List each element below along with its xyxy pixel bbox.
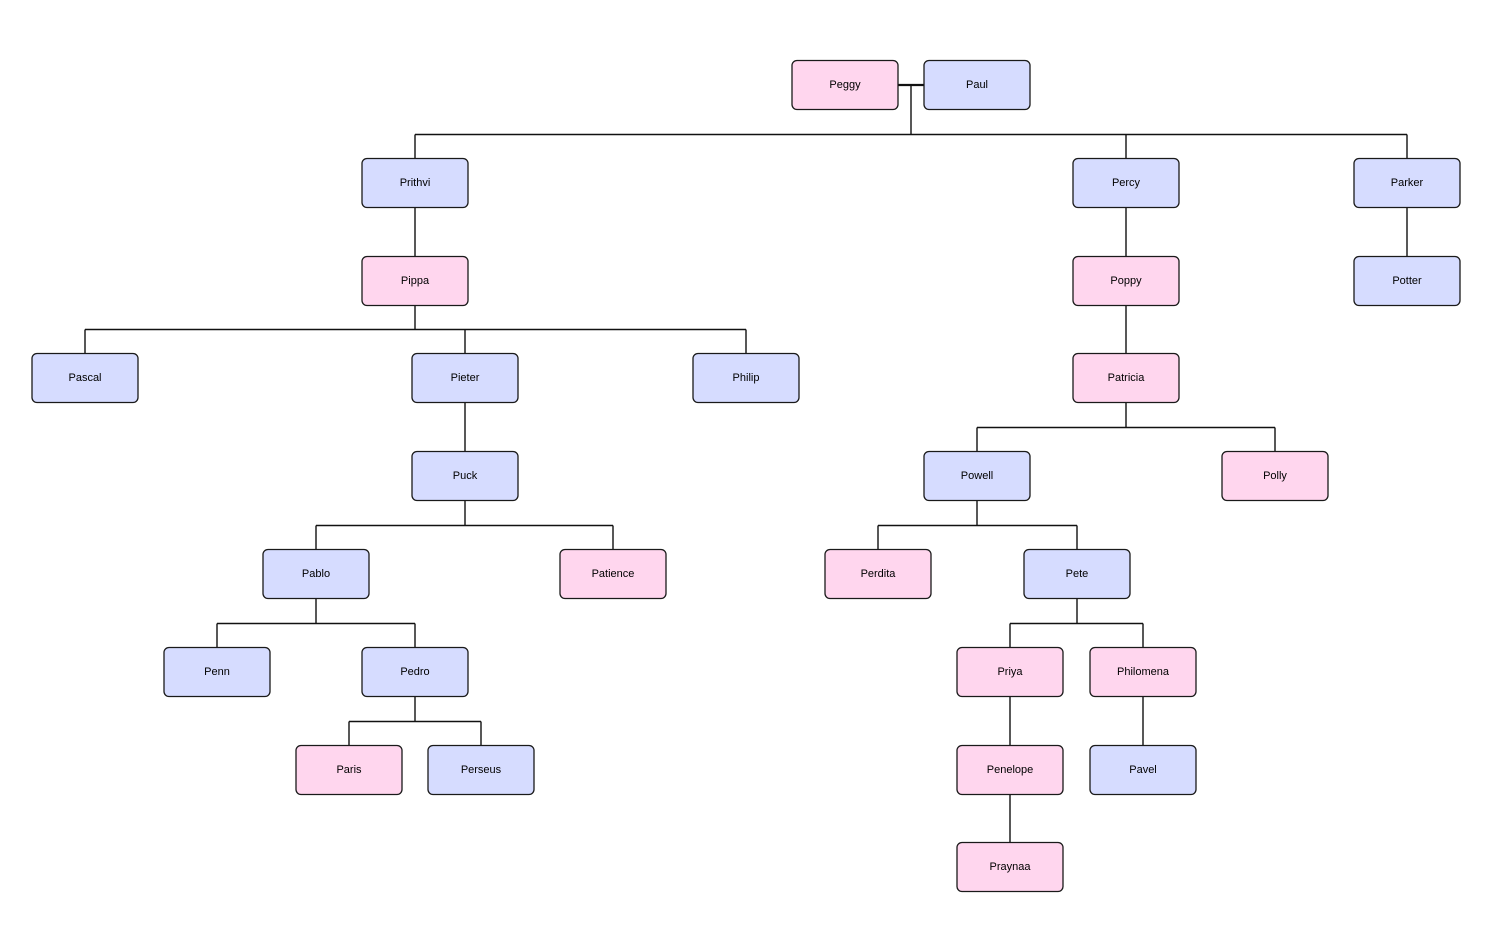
person-name-label: Patience — [592, 568, 635, 580]
person-node-perseus: Perseus — [427, 744, 535, 796]
person-name-label: Puck — [453, 470, 478, 482]
person-name-label: Powell — [961, 470, 993, 482]
person-node-perdita: Perdita — [824, 548, 932, 600]
person-node-poppy: Poppy — [1072, 255, 1180, 307]
person-name-label: Polly — [1263, 470, 1287, 482]
person-name-label: Philip — [733, 372, 760, 384]
person-node-powell: Powell — [923, 450, 1031, 502]
person-box — [1353, 157, 1461, 209]
person-name-label: Philomena — [1117, 666, 1170, 678]
person-box — [361, 255, 469, 307]
person-box — [1353, 255, 1461, 307]
person-node-pete: Pete — [1023, 548, 1131, 600]
person-node-pippa: Pippa — [361, 255, 469, 307]
person-node-peggy: Peggy — [791, 59, 899, 111]
person-name-label: Pete — [1066, 568, 1089, 580]
connector-lines — [84, 83, 1408, 843]
person-box — [791, 59, 899, 111]
person-name-label: Perseus — [461, 764, 502, 776]
person-node-potter: Potter — [1353, 255, 1461, 307]
person-box — [1072, 352, 1180, 404]
person-box — [1023, 548, 1131, 600]
person-node-priya: Priya — [956, 646, 1064, 698]
person-node-philomena: Philomena — [1089, 646, 1197, 698]
person-node-puck: Puck — [411, 450, 519, 502]
person-box — [956, 841, 1064, 893]
person-name-label: Pedro — [400, 666, 429, 678]
person-name-label: Pieter — [451, 372, 480, 384]
person-box — [411, 352, 519, 404]
person-node-paul: Paul — [923, 59, 1031, 111]
person-node-pablo: Pablo — [262, 548, 370, 600]
person-box — [427, 744, 535, 796]
person-name-label: Peggy — [829, 79, 861, 91]
person-box — [1072, 157, 1180, 209]
person-box — [361, 646, 469, 698]
person-name-label: Patricia — [1108, 372, 1146, 384]
person-box — [1221, 450, 1329, 502]
person-name-label: Poppy — [1110, 275, 1142, 287]
person-box — [824, 548, 932, 600]
person-node-patience: Patience — [559, 548, 667, 600]
person-node-prithvi: Prithvi — [361, 157, 469, 209]
person-name-label: Pippa — [401, 275, 430, 287]
person-name-label: Potter — [1392, 275, 1422, 287]
person-node-pascal: Pascal — [31, 352, 139, 404]
person-name-label: Penn — [204, 666, 230, 678]
person-box — [295, 744, 403, 796]
person-node-penelope: Penelope — [956, 744, 1064, 796]
person-name-label: Pablo — [302, 568, 330, 580]
person-name-label: Perdita — [861, 568, 897, 580]
person-node-philip: Philip — [692, 352, 800, 404]
person-node-parker: Parker — [1353, 157, 1461, 209]
person-name-label: Parker — [1391, 177, 1424, 189]
person-box — [956, 646, 1064, 698]
person-node-pieter: Pieter — [411, 352, 519, 404]
person-node-penn: Penn — [163, 646, 271, 698]
person-box — [31, 352, 139, 404]
person-name-label: Prithvi — [400, 177, 431, 189]
person-name-label: Penelope — [987, 764, 1034, 776]
person-box — [163, 646, 271, 698]
person-box — [262, 548, 370, 600]
person-box — [1089, 646, 1197, 698]
person-name-label: Pavel — [1129, 764, 1157, 776]
person-box — [1072, 255, 1180, 307]
person-name-label: Paris — [336, 764, 362, 776]
person-box — [956, 744, 1064, 796]
person-name-label: Priya — [997, 666, 1023, 678]
person-node-praynaa: Praynaa — [956, 841, 1064, 893]
person-name-label: Paul — [966, 79, 988, 91]
person-box — [923, 450, 1031, 502]
person-box — [1089, 744, 1197, 796]
person-name-label: Praynaa — [990, 861, 1032, 873]
person-box — [923, 59, 1031, 111]
person-node-patricia: Patricia — [1072, 352, 1180, 404]
person-box — [692, 352, 800, 404]
person-node-pavel: Pavel — [1089, 744, 1197, 796]
person-node-percy: Percy — [1072, 157, 1180, 209]
person-name-label: Pascal — [68, 372, 101, 384]
person-box — [411, 450, 519, 502]
person-node-paris: Paris — [295, 744, 403, 796]
person-node-pedro: Pedro — [361, 646, 469, 698]
person-box — [559, 548, 667, 600]
person-box — [361, 157, 469, 209]
person-node-polly: Polly — [1221, 450, 1329, 502]
person-name-label: Percy — [1112, 177, 1141, 189]
